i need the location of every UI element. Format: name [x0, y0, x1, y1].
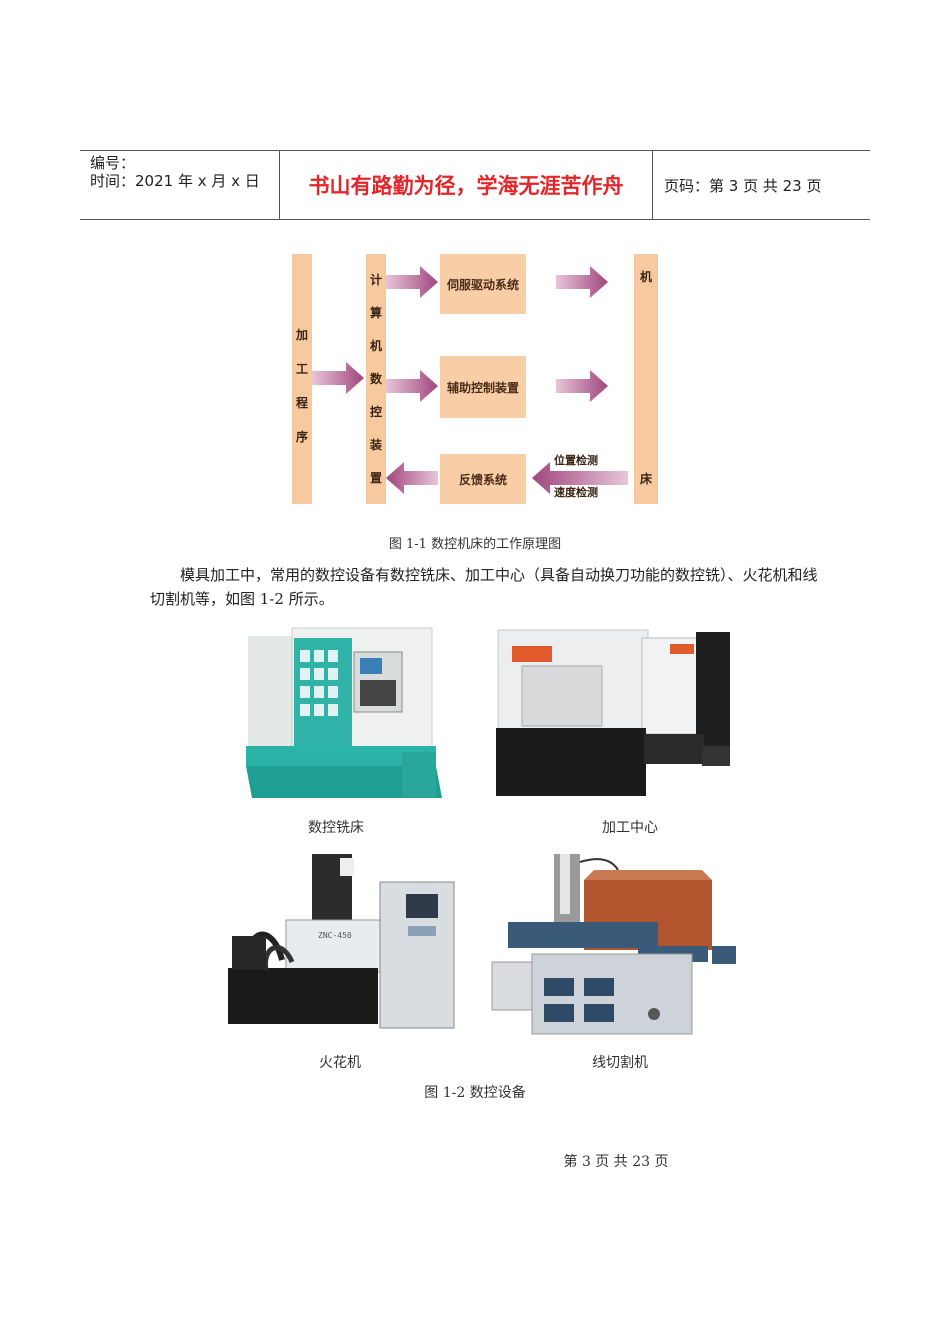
arrow-feedback-to-cnc-icon — [386, 462, 438, 494]
feedback-box: 反馈系统 — [440, 454, 526, 504]
speed-detect-label: 速度检测 — [554, 486, 598, 499]
cnc-bar-label: 计算机数控装置 — [369, 273, 382, 485]
number-label: 编号： — [90, 154, 136, 172]
arrow-cnc-to-servo-icon — [386, 266, 438, 298]
edm-machine-image: ZNC-450 — [222, 850, 462, 1036]
figure2-caption: 图 1-2 数控设备 — [424, 1085, 526, 1101]
arrow-program-to-cnc-icon — [312, 362, 364, 394]
arrow-machine-to-feedback-icon — [532, 462, 628, 494]
wire-cut-machine-image — [488, 850, 744, 1038]
machine-bar-bottom-label: 床 — [639, 472, 652, 486]
figure1-caption: 图 1-1 数控机床的工作原理图 — [388, 537, 562, 552]
arrow-aux-to-machine-icon — [556, 370, 608, 402]
program-bar — [292, 254, 312, 504]
position-detect-label: 位置检测 — [554, 454, 598, 467]
edm-model-text: ZNC-450 — [318, 931, 352, 940]
servo-drive-box: 伺服驱动系统 — [440, 254, 526, 314]
program-bar-label: 加工程序 — [295, 328, 308, 444]
arrow-servo-to-machine-icon — [556, 266, 608, 298]
cnc-principle-diagram: 加工程序 计算机数控装置 伺服驱动系统 辅助控制装置 反馈系统 位置检测 速度检… — [290, 250, 670, 510]
wire-cut-label: 线切割机 — [592, 1055, 648, 1071]
body-paragraph: 模具加工中，常用的数控设备有数控铣床、加工中心（具备自动换刀功能的数控铣）、火花… — [150, 566, 818, 608]
page-footer: 第 3 页 共 23 页 — [563, 1154, 669, 1170]
header-meta: 编号： 时间：2021 年 x 月 x 日 — [80, 151, 280, 219]
time-label: 时间：2021 年 x 月 x 日 — [90, 172, 260, 190]
milling-label: 数控铣床 — [308, 820, 364, 836]
aux-control-box: 辅助控制装置 — [440, 356, 526, 418]
machine-bar-top-label: 机 — [639, 270, 652, 284]
cnc-milling-machine-image — [242, 622, 454, 802]
machine-bar — [634, 254, 658, 504]
header-page-label: 页码：第 3 页 共 23 页 — [664, 176, 822, 195]
arrow-cnc-to-aux-icon — [386, 370, 438, 402]
edm-label: 火花机 — [319, 1055, 361, 1071]
header-motto: 书山有路勤为径，学海无涯苦作舟 — [280, 151, 653, 219]
center-label: 加工中心 — [602, 820, 658, 836]
machining-center-image — [492, 616, 740, 802]
cnc-bar — [366, 254, 386, 504]
page-header: 编号： 时间：2021 年 x 月 x 日 书山有路勤为径，学海无涯苦作舟 页码… — [80, 150, 870, 220]
